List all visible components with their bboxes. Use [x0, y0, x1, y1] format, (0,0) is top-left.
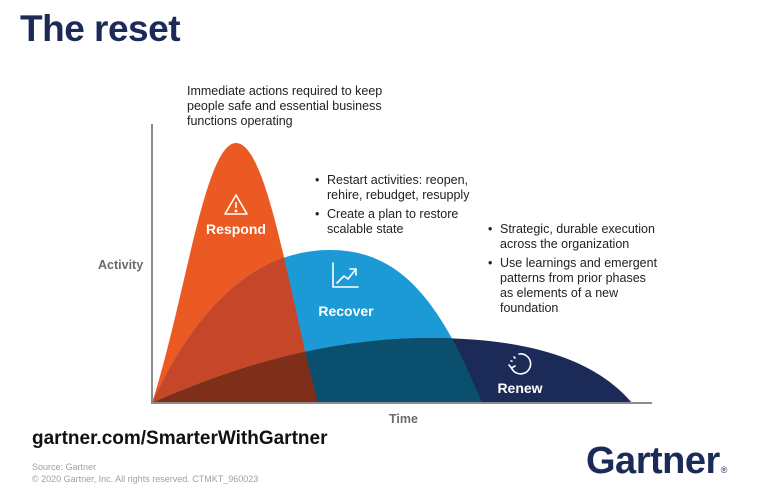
logo-wordmark: Gartner [586, 440, 720, 482]
x-axis-label: Time [389, 412, 418, 426]
respond-renew-overlap [152, 338, 318, 403]
recover-bullet: Create a plan to restore scalable state [313, 207, 478, 237]
gartner-logo: Gartner® [586, 440, 728, 483]
source-text: Source: Gartner [32, 462, 97, 472]
copyright-text: © 2020 Gartner, Inc. All rights reserved… [32, 474, 259, 484]
respond-annotation: Immediate actions required to keep peopl… [187, 84, 417, 129]
y-axis-label: Activity [98, 258, 144, 272]
refresh-cycle-icon [508, 353, 532, 375]
renew-bullet: Use learnings and emergent patterns from… [486, 256, 661, 316]
registered-mark: ® [720, 465, 728, 475]
renew-label: Renew [497, 380, 543, 396]
renew-bullet: Strategic, durable execution across the … [486, 222, 661, 252]
gartner-url-link[interactable]: gartner.com/SmarterWithGartner [32, 428, 328, 449]
warning-triangle-icon [224, 194, 248, 215]
source-note: Source: Gartner © 2020 Gartner, Inc. All… [32, 461, 258, 485]
respond-annotation-text: Immediate actions required to keep peopl… [187, 84, 383, 128]
recover-label: Recover [318, 303, 374, 319]
respond-label: Respond [206, 221, 266, 237]
page-title: The reset [20, 8, 181, 49]
recover-annotation: Restart activities: reopen, rehire, rebu… [313, 173, 478, 241]
renew-annotation: Strategic, durable execution across the … [486, 222, 661, 320]
trending-up-chart-icon [332, 262, 359, 288]
recover-bullet: Restart activities: reopen, rehire, rebu… [313, 173, 478, 203]
